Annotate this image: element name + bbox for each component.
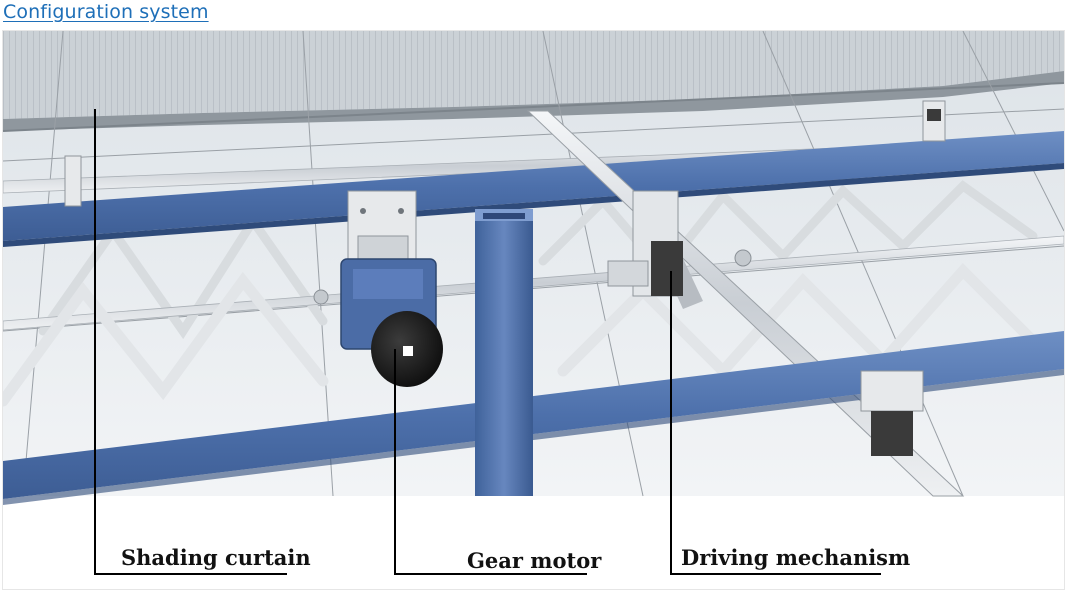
support-post: [475, 209, 533, 496]
upper-blue-beam: [3, 131, 1064, 247]
driving-mechanism-leader: [670, 271, 881, 575]
lower-bracket: [860, 370, 924, 456]
top-bracket: [922, 100, 946, 142]
driving-mechanism: [607, 190, 683, 297]
section-heading-link[interactable]: Configuration system: [3, 1, 209, 23]
left-bracket: [64, 155, 82, 207]
shading-curtain-label: Shading curtain: [121, 545, 311, 570]
lower-blue-beam: [3, 331, 1064, 505]
gear-motor-leader: [394, 349, 587, 575]
driving-mechanism-label: Driving mechanism: [681, 545, 910, 570]
gear-motor-label: Gear motor: [467, 548, 602, 573]
diagram-illustration: Shading curtain Gear motor Driving mecha…: [3, 31, 1064, 575]
roof-grid: [3, 31, 1064, 497]
gear-motor: [340, 258, 443, 387]
shading-curtain: [3, 31, 1064, 132]
shading-curtain-leader: [94, 109, 287, 575]
configuration-diagram: Shading curtain Gear motor Driving mecha…: [2, 30, 1065, 590]
callout-leaders: [94, 109, 881, 575]
truss-back: [38, 180, 1038, 340]
